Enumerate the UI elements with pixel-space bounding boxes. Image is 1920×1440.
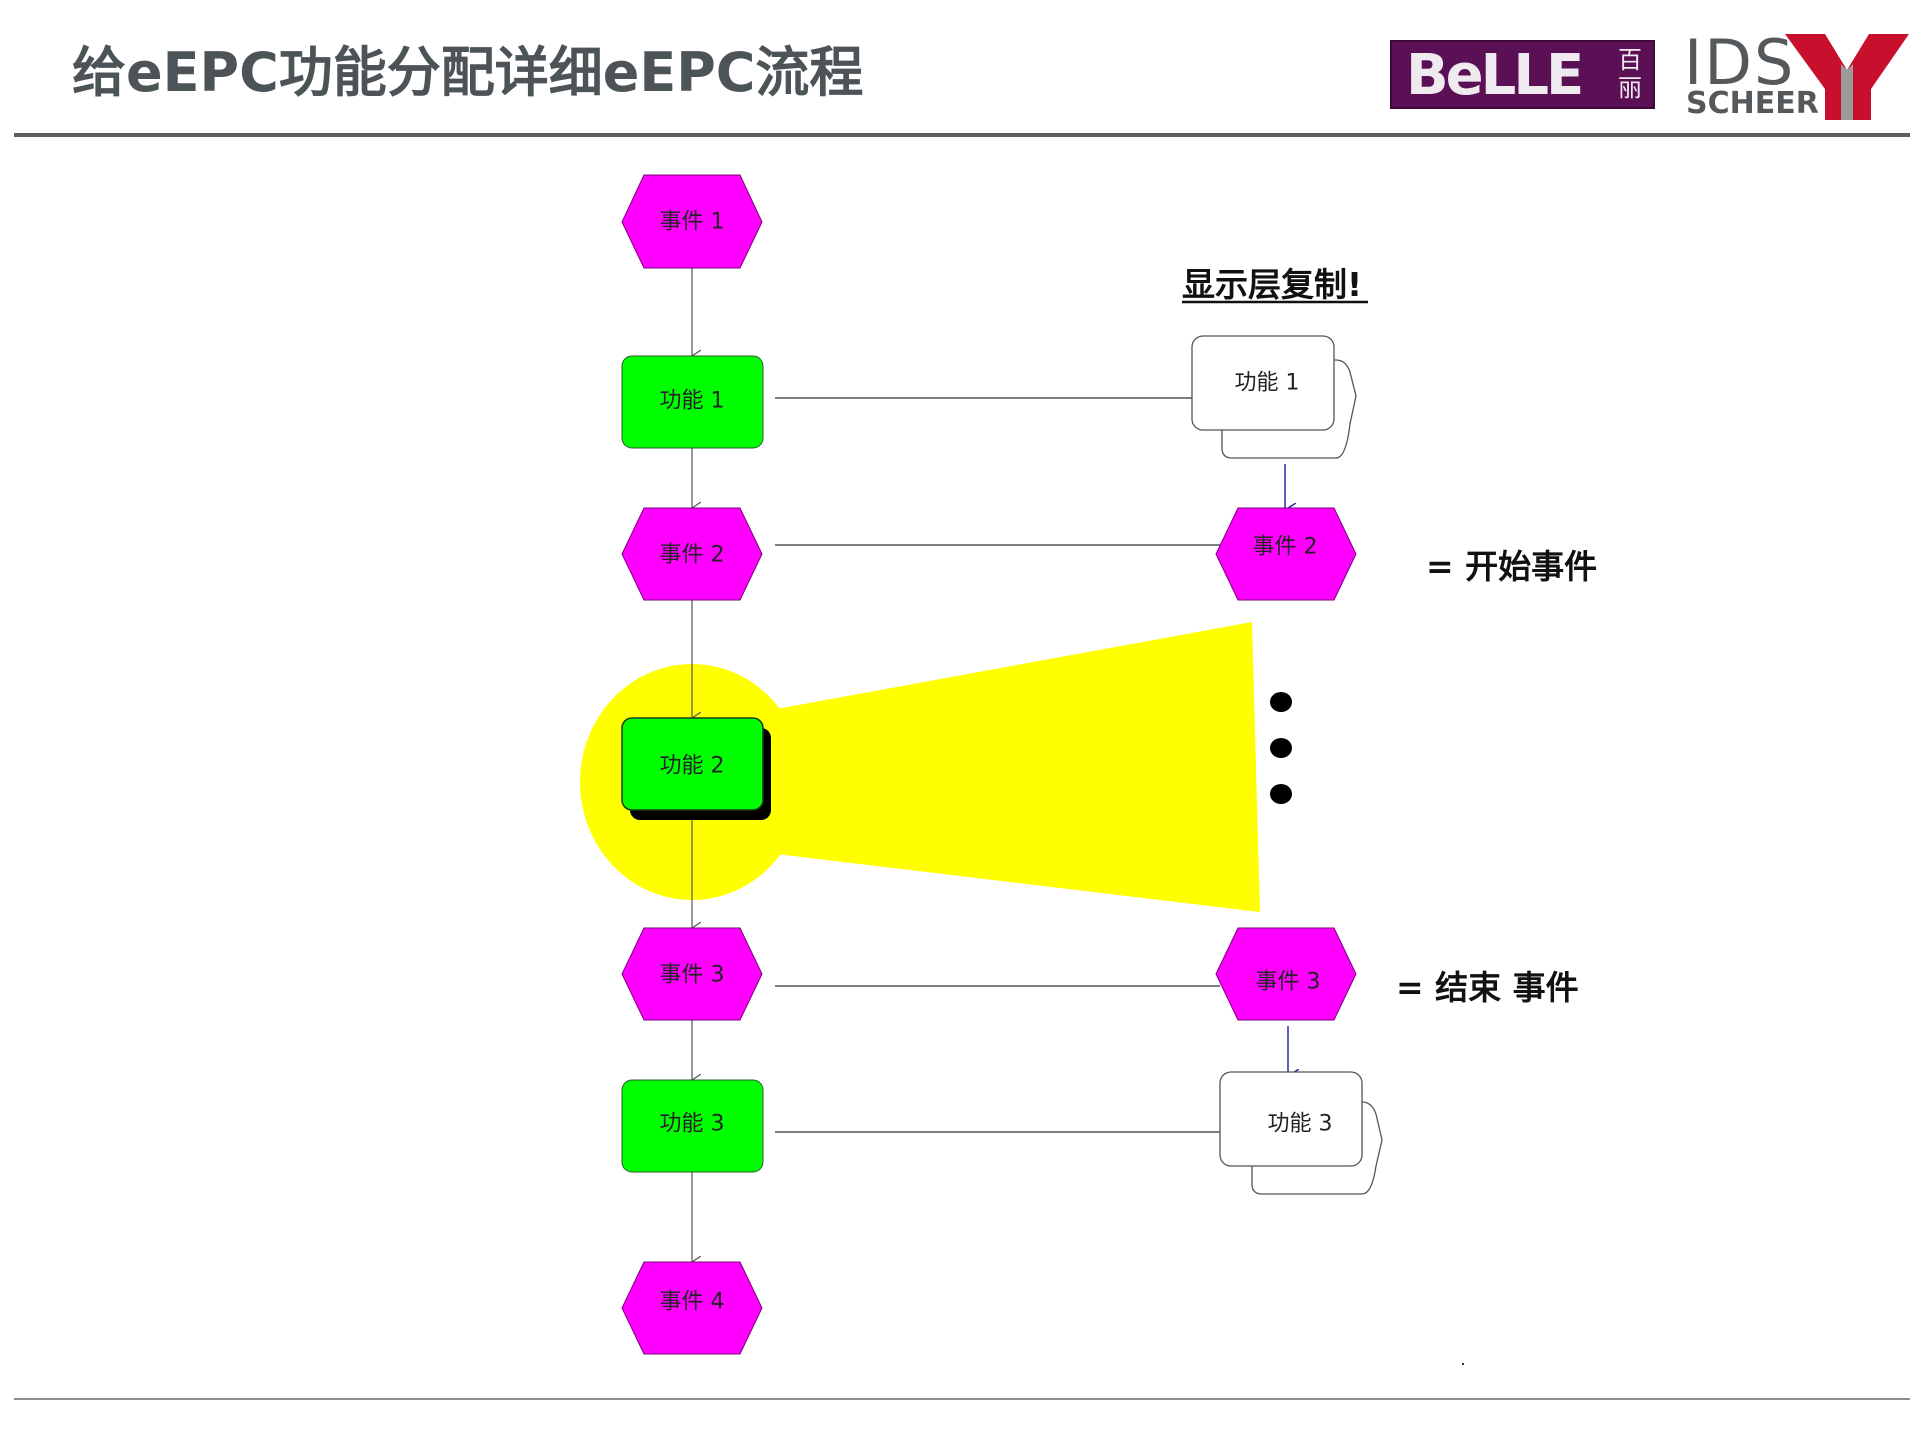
scheer-logo-text: SCHEER — [1686, 86, 1819, 121]
detail-function-3[interactable]: 功能 3 — [1219, 1071, 1383, 1195]
function-2[interactable]: 功能 2 — [621, 717, 771, 820]
ids-scheer-y-mark — [1785, 34, 1909, 120]
detail-event-2[interactable]: 事件 2 — [1215, 507, 1357, 601]
detail-function-1[interactable]: 功能 1 — [1191, 335, 1357, 459]
event-1-label: 事件 1 — [660, 210, 725, 235]
detail-function-3-label: 功能 3 — [1268, 1112, 1333, 1137]
detail-event-2-label: 事件 2 — [1253, 535, 1318, 560]
belle-logo-text: BeLLE — [1406, 43, 1584, 108]
detail-function-1-label: 功能 1 — [1235, 371, 1300, 396]
continuation-dots — [1270, 692, 1292, 804]
function-3[interactable]: 功能 3 — [621, 1079, 764, 1173]
stray-dot — [1462, 1363, 1464, 1365]
ids-logo-text: IDS — [1684, 26, 1796, 99]
event-4[interactable]: 事件 4 — [621, 1261, 763, 1355]
ids-scheer-logo: IDS SCHEER — [1680, 26, 1910, 122]
event-1[interactable]: 事件 1 — [621, 174, 763, 269]
start-event-note: = 开始事件 — [1426, 547, 1597, 586]
belle-logo-hanzi: 百丽 — [1618, 46, 1642, 102]
function-1[interactable]: 功能 1 — [621, 355, 764, 449]
detail-event-3-label: 事件 3 — [1256, 970, 1321, 995]
belle-logo: BeLLE 百丽 — [1390, 40, 1655, 109]
function-1-label: 功能 1 — [660, 389, 725, 414]
function-2-label: 功能 2 — [660, 754, 725, 779]
detail-heading: 显示层复制! — [1182, 265, 1362, 304]
event-2[interactable]: 事件 2 — [621, 507, 763, 601]
page-title: 给eEPC功能分配详细eEPC流程 — [72, 41, 864, 104]
footer-rule — [14, 1398, 1910, 1400]
event-2-label: 事件 2 — [660, 543, 725, 568]
header-rule — [14, 133, 1910, 137]
event-4-label: 事件 4 — [660, 1290, 725, 1315]
function-3-label: 功能 3 — [660, 1112, 725, 1137]
end-event-note: = 结束 事件 — [1396, 968, 1579, 1007]
event-3[interactable]: 事件 3 — [621, 927, 763, 1021]
event-3-label: 事件 3 — [660, 963, 725, 988]
assignment-lines — [775, 397, 1220, 1133]
detail-event-3[interactable]: 事件 3 — [1215, 927, 1357, 1021]
